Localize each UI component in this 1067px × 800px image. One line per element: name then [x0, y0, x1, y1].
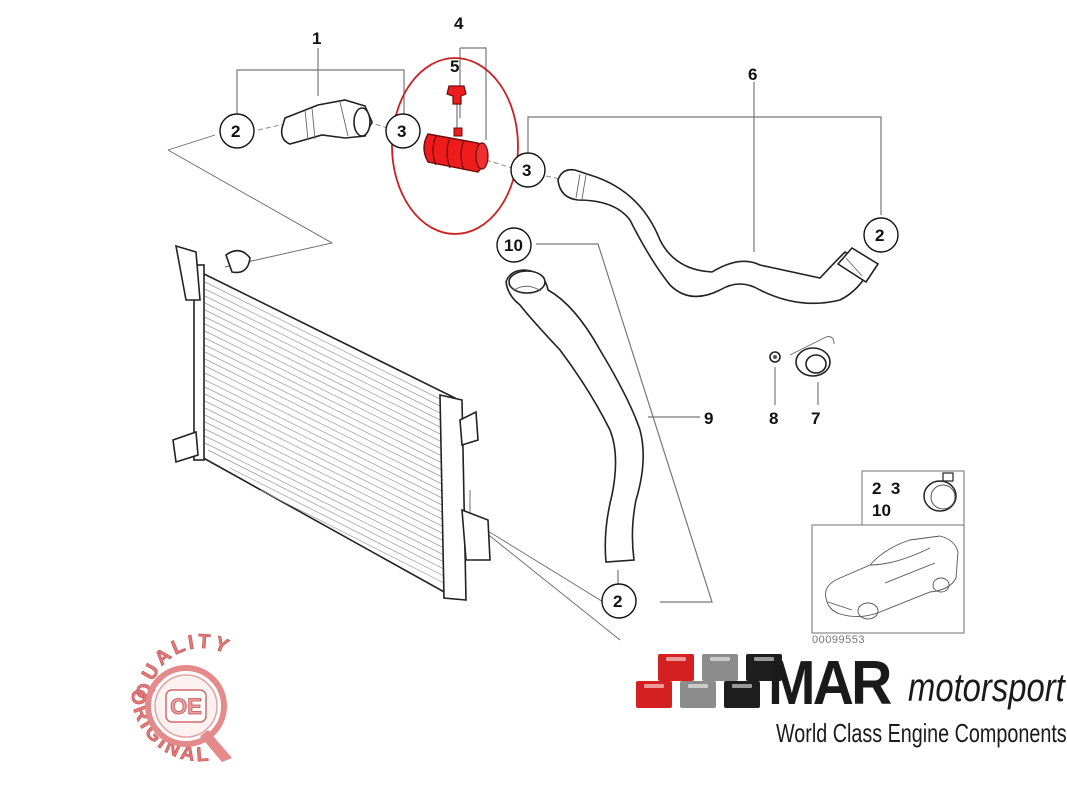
circled-callouts: 2 3 3 2 10 2 — [219, 113, 899, 619]
radiator — [172, 244, 491, 601]
screw-8 — [769, 351, 781, 363]
hose-6 — [557, 168, 880, 305]
part-5-bleed-screw — [446, 85, 467, 105]
callout-4: 4 — [454, 14, 464, 33]
callout-9: 9 — [704, 409, 713, 428]
diagram-reference-number: 00099553 — [812, 634, 865, 646]
badge-center-text: OE — [170, 694, 202, 719]
bubble-3-right: 3 — [510, 152, 546, 188]
bubble-2-hose6: 2 — [863, 217, 899, 253]
callout-7: 7 — [811, 409, 820, 428]
bubble-10: 10 — [496, 227, 532, 263]
brand-name-bold: MAR — [768, 649, 892, 718]
svg-text:2: 2 — [613, 592, 622, 611]
callout-8: 8 — [769, 409, 778, 428]
callout-6: 6 — [748, 65, 757, 84]
inset-label-row1: 2 3 — [872, 479, 900, 498]
callout-labels: 1 4 5 6 9 8 7 — [312, 14, 820, 428]
inset-label-row2: 10 — [872, 501, 891, 520]
callout-1: 1 — [312, 29, 321, 48]
bubble-2-bottom: 2 — [601, 583, 637, 619]
inset-reference: 2 3 10 — [811, 470, 965, 634]
car-outline-icon — [825, 535, 959, 620]
clamp-7 — [789, 336, 835, 377]
svg-text:2: 2 — [231, 122, 240, 141]
part-4-highlighted — [423, 127, 489, 173]
brand-tagline: World Class Engine Components — [776, 718, 1067, 748]
svg-text:3: 3 — [522, 161, 531, 180]
svg-text:10: 10 — [504, 236, 523, 255]
bubble-3-left: 3 — [385, 113, 421, 149]
bubble-2-left: 2 — [219, 113, 255, 149]
hose-clamp-icon — [923, 472, 957, 512]
oe-quality-badge: QUALITY ORIGINAL OE — [126, 630, 232, 767]
highlight-circle — [391, 57, 519, 235]
callout-5: 5 — [450, 57, 459, 76]
brand-name-italic: motorsport — [908, 666, 1065, 710]
svg-text:2: 2 — [875, 226, 884, 245]
hose-1-elbow — [280, 99, 373, 145]
mar-motorsport-logo: MAR motorsport World Class Engine Compon… — [636, 649, 1067, 753]
svg-text:3: 3 — [397, 122, 406, 141]
hose-9 — [505, 269, 644, 563]
